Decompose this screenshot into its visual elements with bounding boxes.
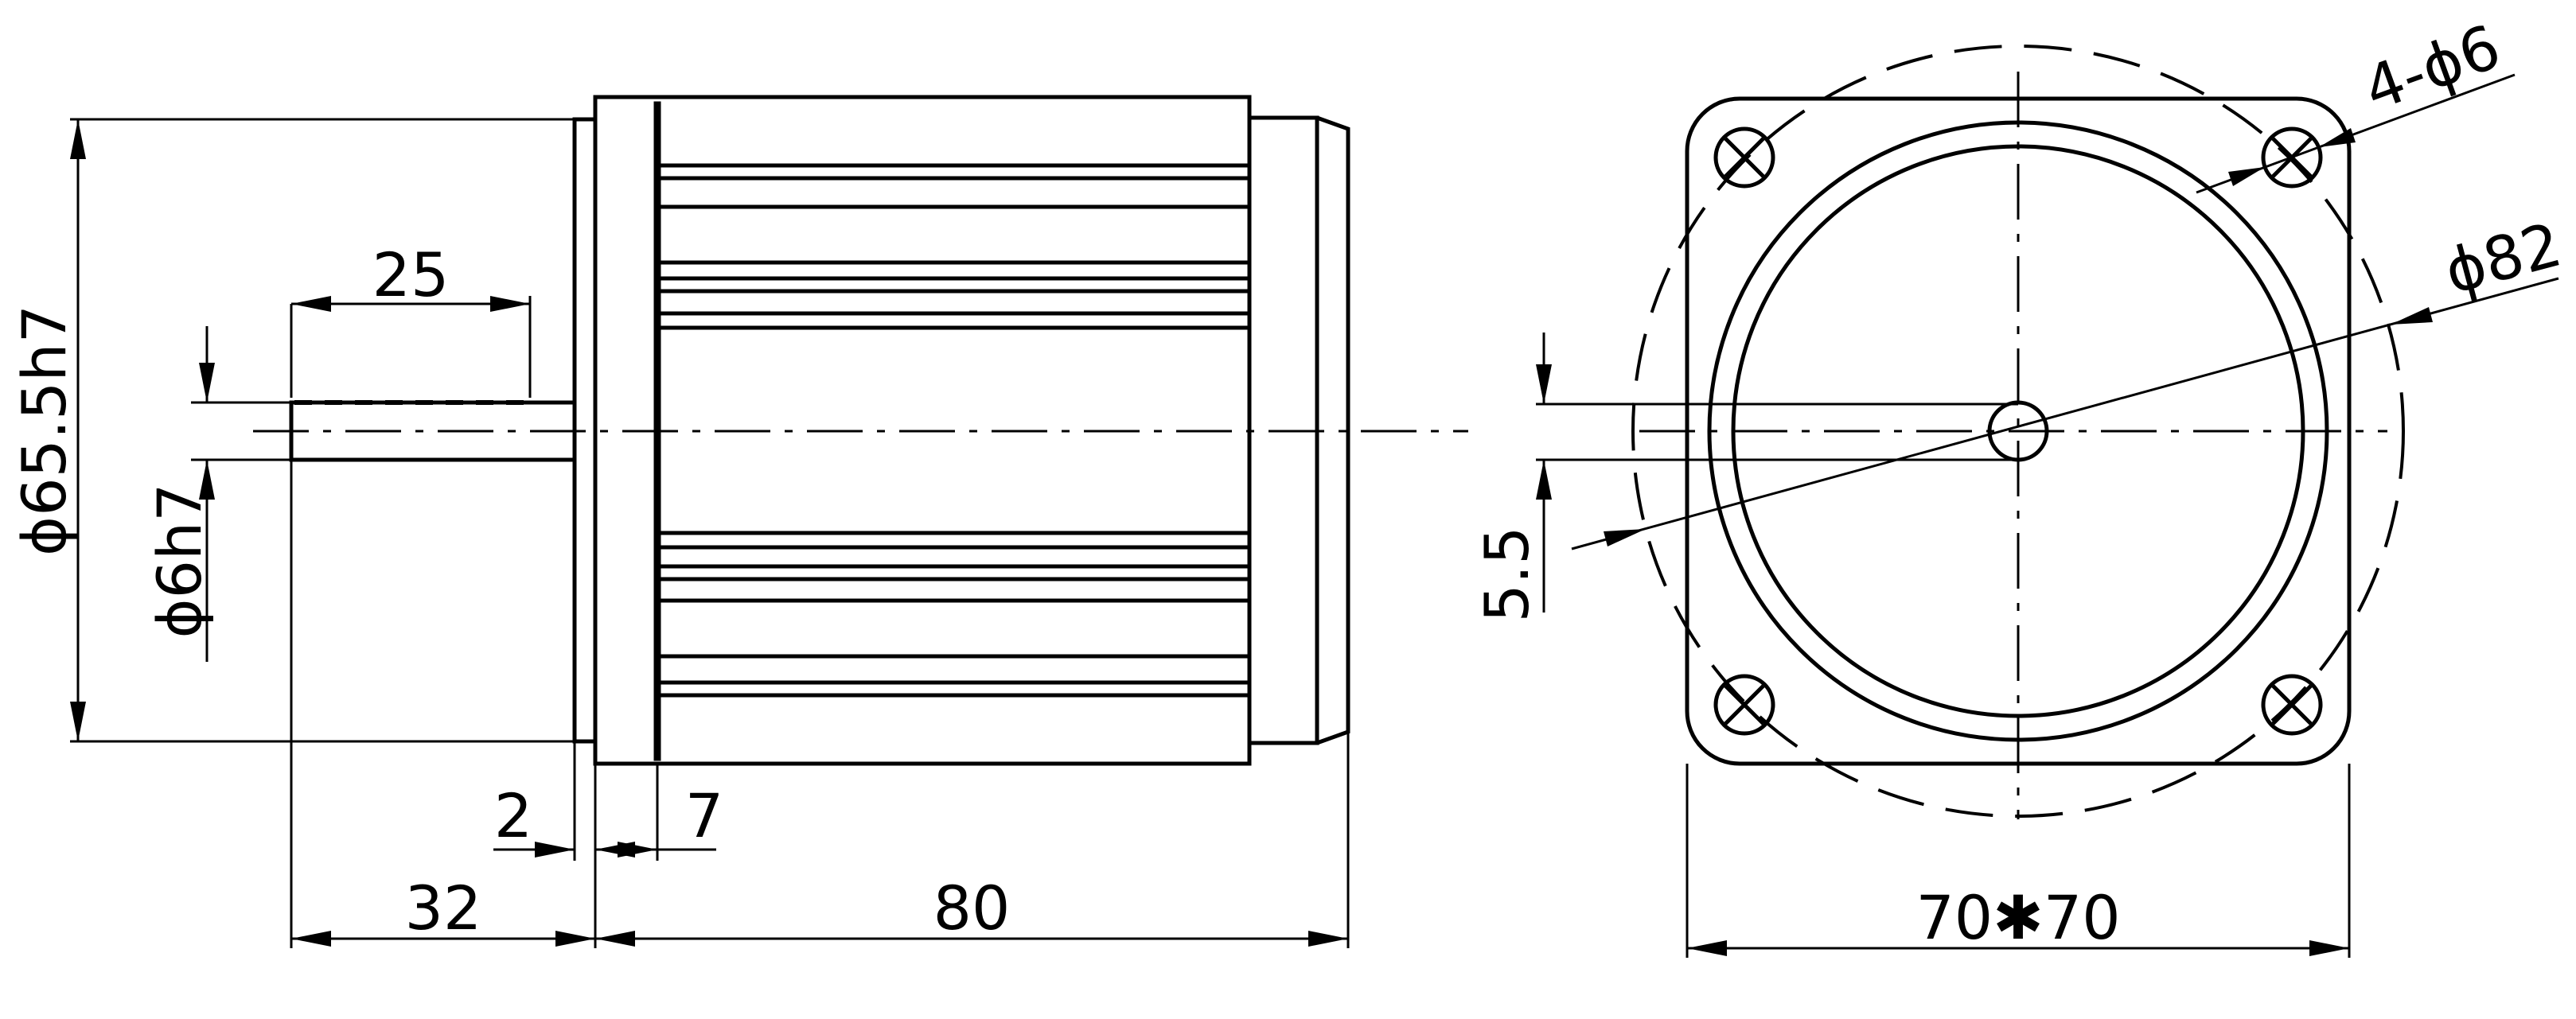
dim-body-diameter: ϕ65.5h7 xyxy=(9,305,80,556)
dim-body-length: 80 xyxy=(933,873,1011,943)
front-view: 4-ϕ6 ϕ82 5.5 70✱70 xyxy=(1471,10,2569,958)
dim-pilot-depth: 7 xyxy=(685,780,723,851)
mount-hole xyxy=(1713,126,1775,189)
side-view: 25 ϕ65.5h7 ϕ6h7 2 7 xyxy=(9,95,1468,948)
dim-shaft-flat: 5.5 xyxy=(1471,527,1542,623)
cooling-fins xyxy=(655,163,1252,698)
dim-shaft-projection: 32 xyxy=(405,873,482,943)
rear-end-cap xyxy=(1247,115,1350,745)
dim-shaft-length: 25 xyxy=(372,239,450,310)
mount-hole xyxy=(1713,674,1775,736)
mount-hole xyxy=(2261,674,2323,736)
dim-flange-step: 2 xyxy=(494,780,532,851)
dim-shaft-diameter: ϕ6h7 xyxy=(144,483,215,638)
dim-flange-size: 70✱70 xyxy=(1915,882,2120,953)
